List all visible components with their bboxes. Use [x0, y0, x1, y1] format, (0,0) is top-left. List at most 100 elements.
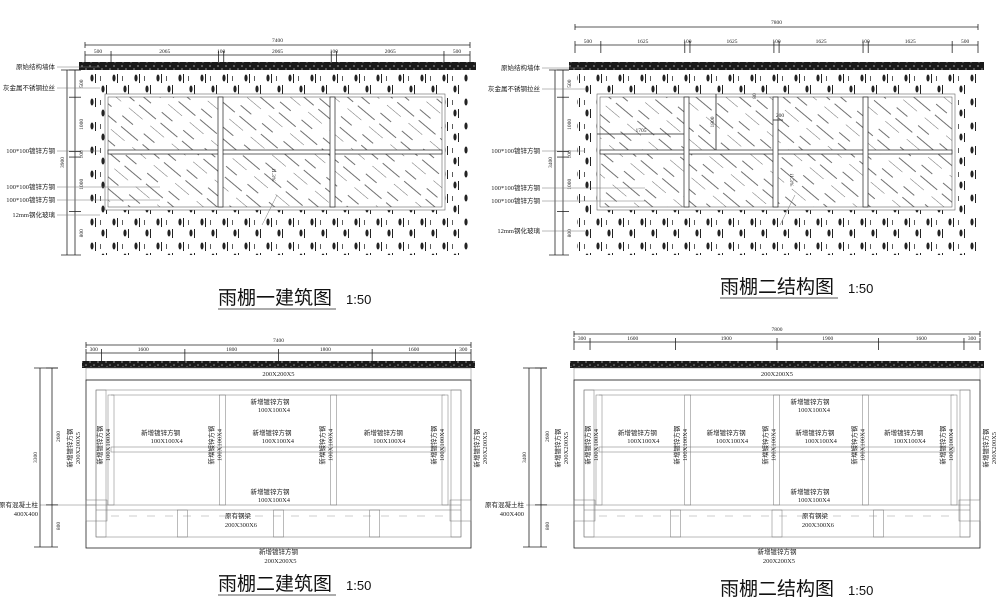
rail-size: 100X100X4 — [627, 438, 660, 445]
leader-line — [261, 194, 278, 226]
post-label: 新增镀锌方钢 — [672, 425, 681, 465]
top-rail-size: 100X100X4 — [798, 407, 831, 414]
side-column-size-left: 200X200X5 — [563, 432, 570, 464]
drawing-scale: 1:50 — [346, 292, 371, 307]
bottom-beam-label: 新增镀锌方钢 — [259, 547, 299, 556]
existing-wall-band — [569, 62, 984, 70]
top-beam-size: 200X200X5 — [262, 371, 294, 378]
total-height-dimension: 3400 — [548, 157, 554, 168]
drawing-title: 雨棚二结构图 — [720, 276, 834, 298]
side-column-right — [450, 389, 462, 538]
height-segment-dimension: 800 — [56, 522, 62, 531]
total-width-dimension: 7400 — [272, 38, 283, 44]
total-width-dimension: 7800 — [771, 20, 782, 26]
steel-post — [219, 394, 226, 506]
post-size: 100X100X4 — [593, 428, 600, 461]
side-column-label-right: 新增镀锌方钢 — [981, 428, 990, 468]
segment-dimension: 1625 — [726, 39, 737, 45]
post-size: 100X100X4 — [439, 428, 446, 461]
rail-label: 新增镀锌方钢 — [795, 428, 835, 437]
segment-dimension: 2065 — [272, 49, 283, 55]
leader-label: 100*100镀锌方钢 — [6, 182, 55, 191]
drawing-title: 雨棚一建筑图 — [218, 287, 332, 309]
side-column-size-left: 200X200X5 — [75, 432, 82, 464]
existing-beam-size: 200X300X6 — [225, 522, 258, 529]
outer-frame — [85, 379, 472, 549]
bottom-rail-label: 新增镀锌方钢 — [251, 487, 291, 496]
rail-label: 新增镀锌方钢 — [253, 428, 293, 437]
total-height-dimension: 3300 — [33, 452, 39, 463]
post-size: 100X100X4 — [682, 428, 689, 461]
top-rail-size: 100X100X4 — [258, 407, 291, 414]
leader-label: 100*100镀锌方钢 — [6, 146, 55, 155]
rail-size: 100X100X4 — [716, 438, 749, 445]
height-segment-dimension: 1000 — [79, 179, 85, 190]
post-label: 新增镀锌方钢 — [849, 425, 858, 465]
segment-dimension: 500 — [584, 39, 593, 45]
drawing-scale: 1:50 — [848, 281, 873, 296]
slope-note: i1.3% — [788, 174, 794, 187]
total-height-dimension: 3900 — [60, 157, 66, 168]
post-size: 100X100X4 — [859, 428, 866, 461]
segment-dimension: 300 — [459, 347, 468, 353]
outer-frame — [573, 379, 981, 549]
existing-wall-band — [570, 361, 984, 368]
height-segment-dimension: 800 — [567, 229, 573, 238]
leader-label: 100*100镀锌方钢 — [491, 146, 540, 155]
annotation-200: 200 — [776, 113, 785, 119]
concrete-column-size: 400X400 — [500, 511, 524, 518]
bottom-rail-size: 100X100X4 — [258, 497, 291, 504]
beam-stiffener — [670, 509, 681, 538]
concrete-column-left — [573, 499, 596, 522]
segment-dimension: 1600 — [408, 347, 419, 353]
post-label: 新增镀锌方钢 — [938, 425, 947, 465]
height-segment-dimension: 2600 — [56, 431, 62, 442]
drawing-scale: 1:50 — [848, 583, 873, 598]
total-height-dimension: 3400 — [522, 452, 528, 463]
beam-stiffener — [177, 509, 188, 538]
post-label: 新增镀锌方钢 — [95, 425, 104, 465]
slope-note: i1.3% — [270, 169, 276, 182]
segment-dimension: 1625 — [816, 39, 827, 45]
annotation-80: 80 — [752, 93, 758, 99]
height-segment-dimension: 1000 — [567, 119, 573, 130]
leader-label: 100*100镀锌方钢 — [491, 183, 540, 192]
segment-dimension: 500 — [94, 49, 103, 55]
side-column-size-right: 200X200X5 — [482, 432, 489, 464]
side-column-label-left: 新增镀锌方钢 — [65, 428, 74, 468]
segment-dimension: 1625 — [637, 39, 648, 45]
segment-dimension: 300 — [578, 336, 587, 342]
rail-size: 100X100X4 — [373, 438, 406, 445]
height-segment-dimension: 800 — [545, 522, 551, 531]
segment-dimension: 100 — [772, 39, 781, 45]
drawing-title: 雨棚二建筑图 — [218, 573, 332, 595]
side-column-left — [95, 389, 107, 538]
concrete-column-left — [85, 499, 108, 522]
segment-dimension: 1800 — [320, 347, 331, 353]
concrete-column-right — [449, 499, 472, 522]
segment-dimension: 1800 — [226, 347, 237, 353]
vertical-steel-bar — [329, 96, 336, 208]
segment-dimension: 100 — [217, 49, 226, 55]
middle-rail — [110, 446, 446, 453]
beam-stiffener — [273, 509, 284, 538]
total-width-dimension: 7400 — [273, 338, 284, 344]
annotation-1705: 1705 — [636, 128, 647, 134]
existing-beam-label: 原有钢梁 — [802, 511, 829, 520]
top-rail-label: 新增镀锌方钢 — [251, 397, 291, 406]
leader-label: 灰金属不锈钢拉丝 — [488, 84, 541, 93]
steel-post — [773, 394, 780, 506]
segment-dimension: 1900 — [822, 336, 833, 342]
side-column-right — [959, 389, 971, 538]
segment-dimension: 1900 — [721, 336, 732, 342]
annotation-1800: 1800 — [710, 116, 716, 127]
existing-wall-band — [82, 361, 475, 368]
post-label: 新增镀锌方钢 — [429, 425, 438, 465]
height-segment-dimension: 500 — [79, 79, 85, 88]
segment-dimension: 1625 — [905, 39, 916, 45]
concrete-column-size: 400X400 — [14, 511, 38, 518]
inner-frame — [583, 389, 971, 538]
